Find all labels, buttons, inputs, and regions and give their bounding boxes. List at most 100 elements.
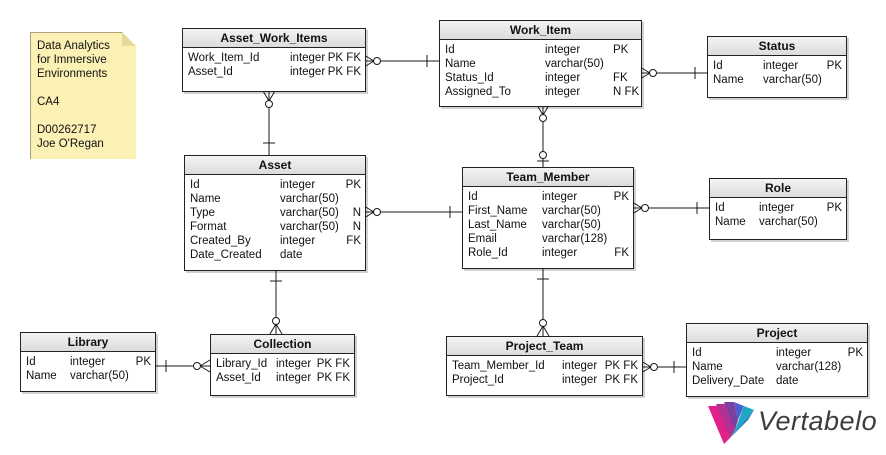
column-key: PK [345,179,361,191]
column-row: Role_Id integer FK [468,246,629,260]
column-row: First_Name varchar(50) [468,204,629,218]
column-row: Format varchar(50) N [190,220,361,234]
column-row: Name varchar(50) [190,192,361,206]
entity-title: Project_Team [447,337,642,356]
entity-project-team[interactable]: Project_Team Team_Member_Id integer PK F… [446,336,643,396]
column-type: integer [545,86,581,98]
column-key: PK [613,44,629,56]
column-row: Id integer PK [713,59,842,73]
entity-asset[interactable]: Asset Id integer PK Name varchar(50) Typ… [184,155,366,271]
column-type: varchar(50) [280,193,339,205]
column-row: Name varchar(128) [692,360,863,374]
column-key: PK FK [316,358,350,370]
entity-title: Status [708,37,846,56]
column-row: Date_Created date [190,248,361,262]
column-row: Id integer PK [190,178,361,192]
column-type: integer [280,235,316,247]
column-list: Id integer PK Name varchar(50) [21,352,155,385]
entity-collection[interactable]: Collection Library_Id integer PK FK Asse… [210,334,355,396]
column-list: Id integer PK Name varchar(50) Type varc… [185,175,365,264]
column-name: Id [713,60,723,72]
column-name: Team_Member_Id [452,360,545,372]
optional-marker [265,100,273,108]
many-marker [199,365,211,373]
column-name: Project_Id [452,374,504,386]
column-name: Status_Id [445,72,494,84]
column-row: Id integer PK [468,190,629,204]
column-key: PK [826,202,842,214]
column-key: PK [613,191,629,203]
column-key: PK FK [604,374,638,386]
column-type: integer [70,356,106,368]
entity-title: Asset [185,156,365,175]
note-line: Data Analytics [37,40,110,52]
column-key: PK FK [316,372,350,384]
note-line: Environments [37,68,108,80]
column-type: integer [763,60,799,72]
column-row: Name varchar(50) [713,73,842,87]
column-type: date [776,375,799,387]
column-type: integer [545,72,581,84]
column-row: Name varchar(50) [445,57,637,71]
entity-title: Asset_Work_Items [183,29,365,48]
column-row: Library_Id integer PK FK [216,357,350,371]
entity-library[interactable]: Library Id integer PK Name varchar(50) [20,332,156,392]
column-name: Id [26,356,36,368]
column-type: varchar(50) [542,205,601,217]
column-type: varchar(128) [542,233,608,245]
entity-work-item[interactable]: Work_Item Id integer PK Name varchar(50)… [439,20,642,107]
column-type: integer [545,44,581,56]
column-type: integer [290,66,326,78]
many-marker [262,90,270,102]
column-name: Name [715,216,746,228]
many-marker [268,90,276,102]
column-list: Id integer PK First_Name varchar(50) Las… [463,187,633,262]
column-type: varchar(128) [776,361,842,373]
entity-team-member[interactable]: Team_Member Id integer PK First_Name var… [462,167,634,269]
optional-marker [650,363,658,371]
column-name: Id [468,191,478,203]
note-line: D00262717 [37,124,97,136]
column-row: Id integer PK [445,43,637,57]
column-name: Name [692,361,723,373]
column-row: Email varchar(128) [468,232,629,246]
entity-title: Role [710,179,846,198]
brand-name: Vertabelo [758,406,878,436]
column-type: varchar(50) [542,219,601,231]
optional-marker [539,151,547,159]
column-name: Delivery_Date [692,375,765,387]
column-type: integer [290,52,326,64]
many-marker [199,359,211,367]
column-row: Last_Name varchar(50) [468,218,629,232]
note-line: CA4 [37,96,60,108]
column-key: PK [826,60,842,72]
entity-title: Collection [211,335,354,354]
many-marker [275,323,283,335]
column-row: Delivery_Date date [692,374,863,388]
column-type: integer [542,247,578,259]
column-name: Asset_Id [188,66,233,78]
column-type: integer [562,374,598,386]
many-marker [536,325,544,337]
entity-asset-work-items[interactable]: Asset_Work_Items Work_Item_Id integer PK… [182,28,366,92]
column-type: integer [776,347,812,359]
column-list: Id integer PK Name varchar(50) [708,56,846,89]
column-list: Work_Item_Id integer PK FK Asset_Id inte… [183,48,365,81]
column-key: FK [614,247,629,259]
column-type: integer [542,191,578,203]
many-marker [269,323,277,335]
column-row: Work_Item_Id integer PK FK [188,51,361,65]
column-list: Id integer PK Name varchar(50) [710,198,846,231]
column-list: Team_Member_Id integer PK FK Project_Id … [447,356,642,389]
entity-project[interactable]: Project Id integer PK Name varchar(128) … [686,323,868,397]
column-key: N [352,207,361,219]
entity-role[interactable]: Role Id integer PK Name varchar(50) [709,178,847,240]
entity-status[interactable]: Status Id integer PK Name varchar(50) [707,36,847,98]
column-row: Assigned_To integer N FK [445,85,640,99]
optional-marker [373,57,381,65]
column-key: N FK [613,86,640,98]
sticky-note: Data Analytics for Immersive Environment… [30,32,136,159]
column-type: integer [759,202,795,214]
vertabelo-logo-icon [708,402,754,444]
column-list: Id integer PK Name varchar(128) Delivery… [687,343,867,390]
